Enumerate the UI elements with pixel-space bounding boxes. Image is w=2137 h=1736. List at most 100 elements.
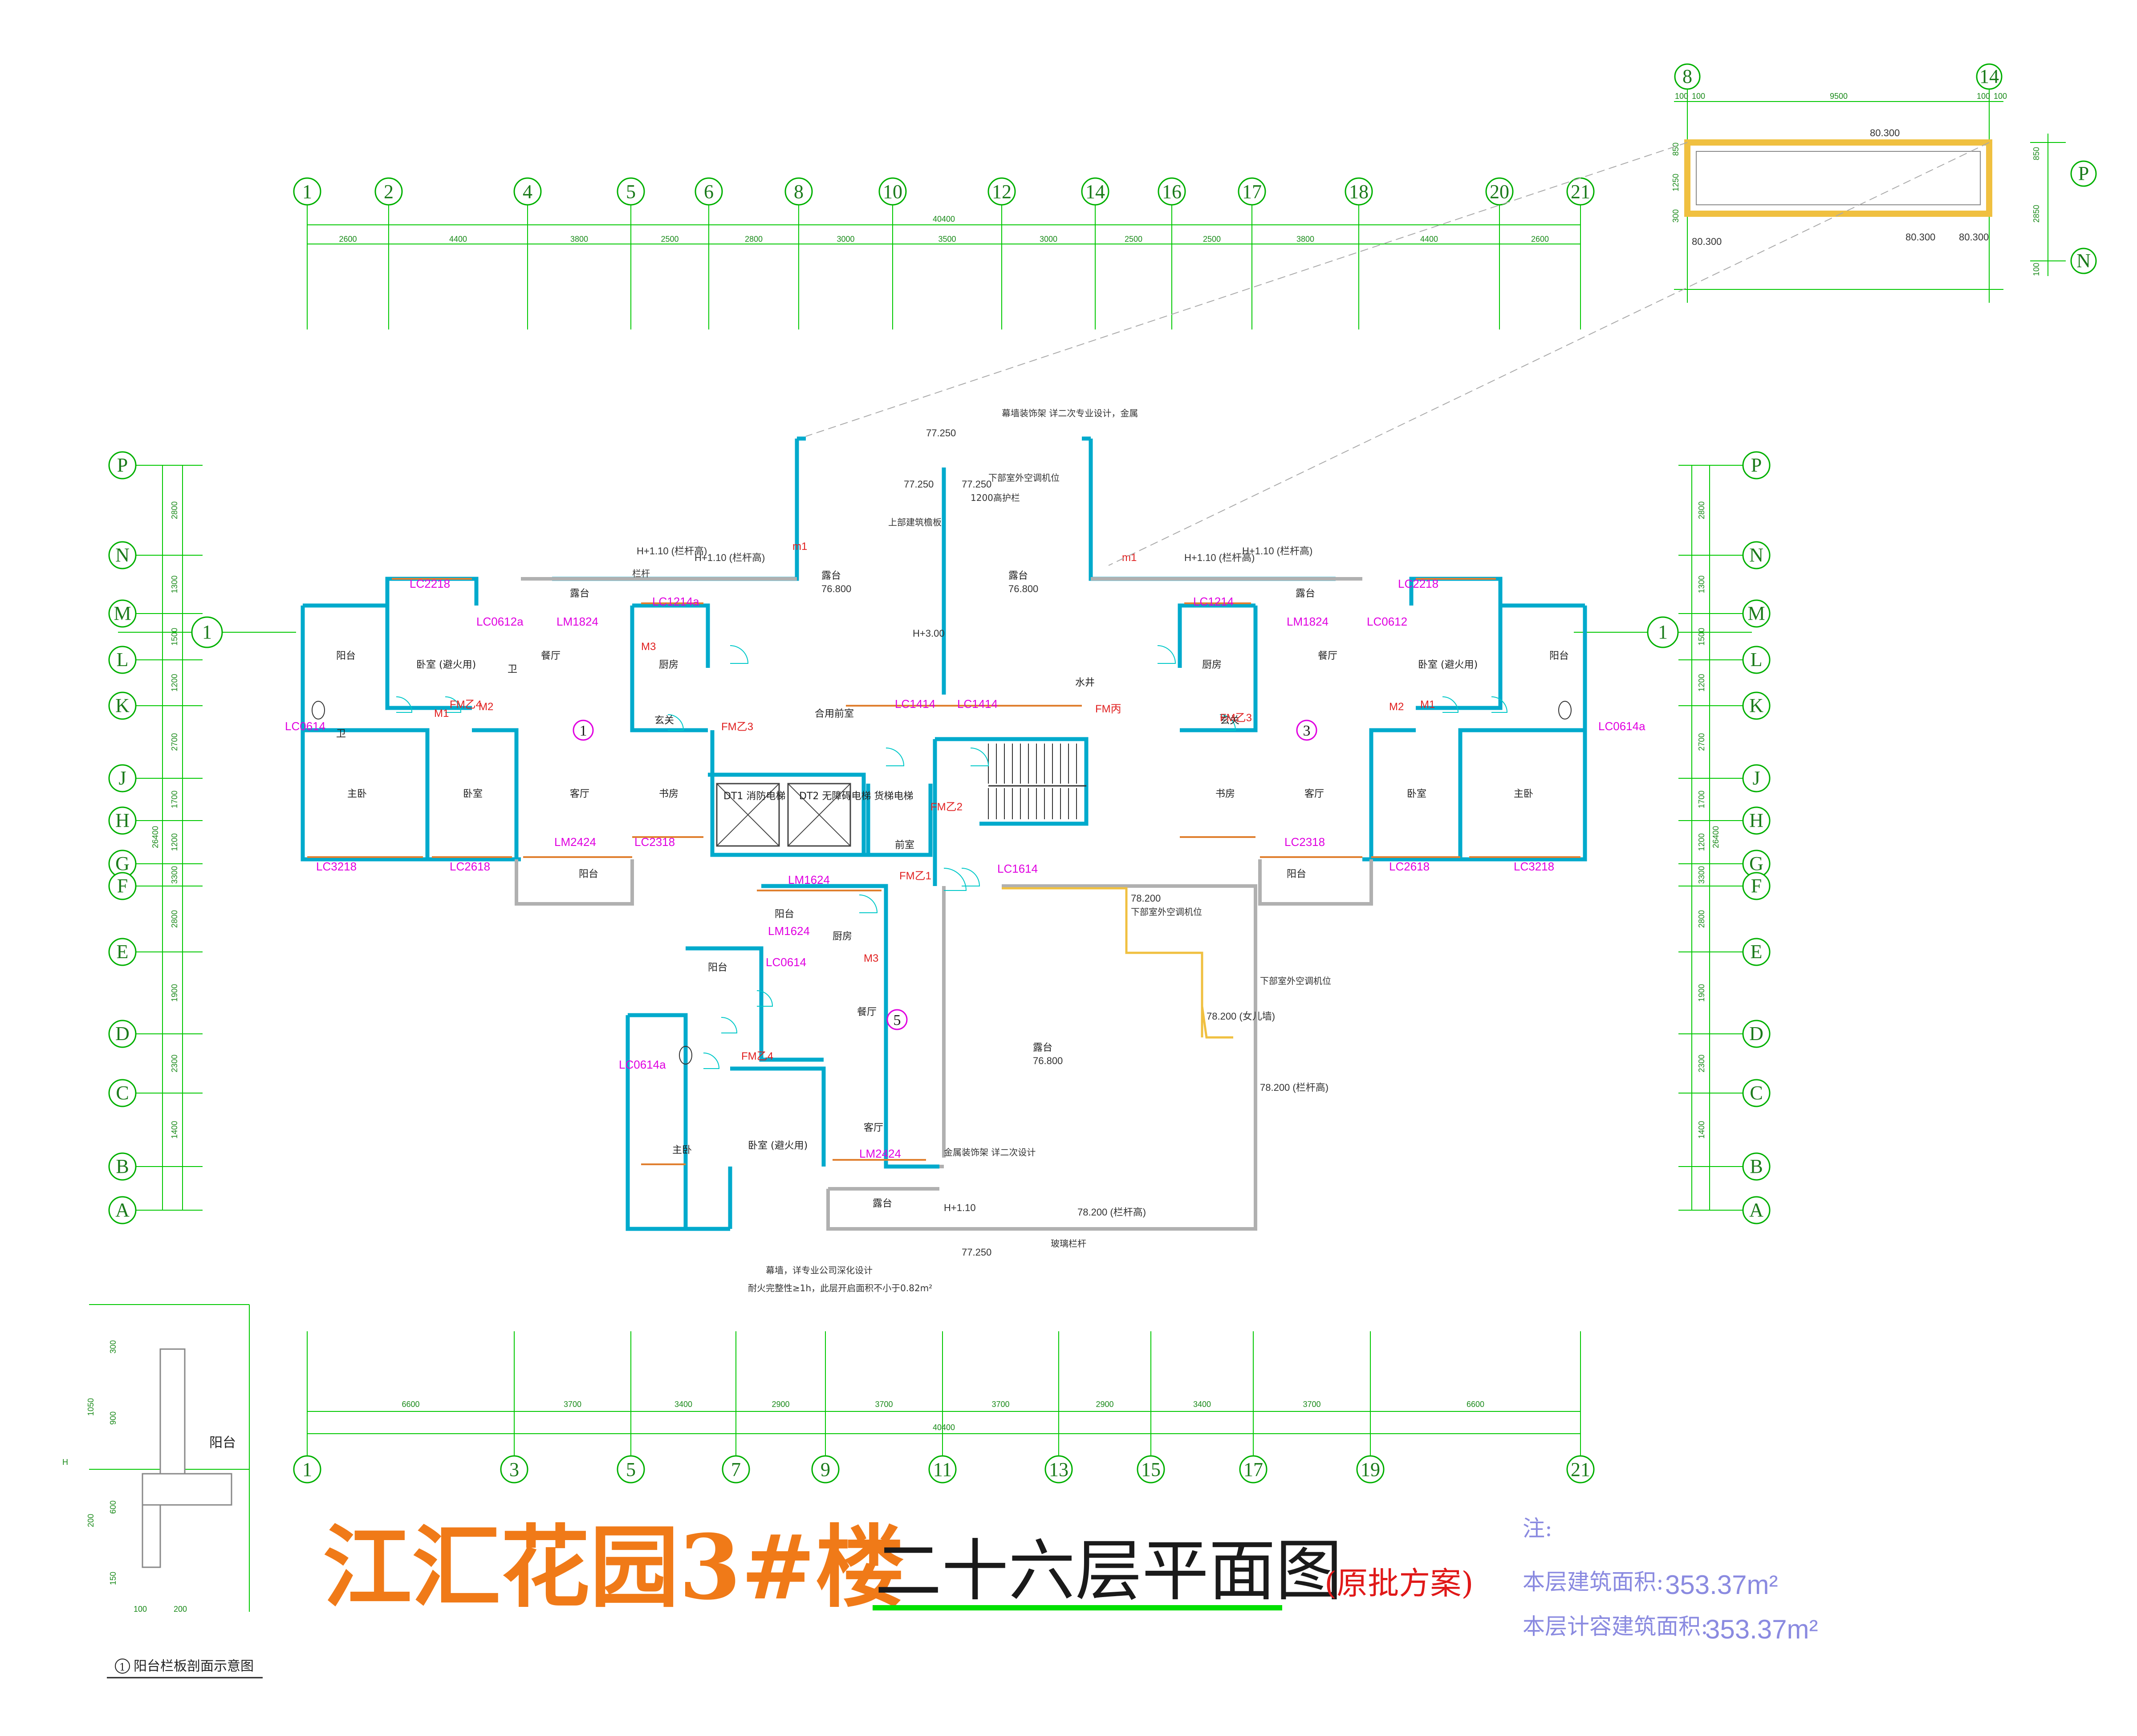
bottom-axis-bubble bbox=[1356, 1455, 1385, 1484]
room-terrace-bottom: 露台 bbox=[873, 1198, 892, 1209]
elevation-bottom: 77.250 bbox=[962, 1247, 991, 1258]
area-build-value: 353.37m² bbox=[1665, 1570, 1778, 1600]
detail-row-dim: 850 bbox=[2032, 147, 2041, 160]
top-axis-label: 10 bbox=[883, 181, 902, 203]
left-axis-bubble bbox=[108, 806, 137, 835]
window-label-mirror: m1 bbox=[1122, 552, 1137, 564]
elevation-h-3: H+3.00 bbox=[913, 628, 945, 639]
section-ref-label: 1 bbox=[1658, 621, 1668, 643]
window-label-mirror: LC0614a bbox=[619, 1058, 666, 1071]
left-dim: 1500 bbox=[170, 628, 179, 646]
top-dim: 2800 bbox=[745, 235, 763, 244]
top-total-dim: 40400 bbox=[933, 215, 955, 224]
right-axis-label: B bbox=[1750, 1155, 1763, 1177]
unit-number: 5 bbox=[894, 1012, 901, 1029]
top-dim: 3000 bbox=[837, 235, 854, 244]
window-label: M1 bbox=[434, 707, 449, 720]
top-dim: 2500 bbox=[1125, 235, 1142, 244]
left-axis-label: P bbox=[117, 454, 128, 476]
right-dim: 2800 bbox=[1697, 910, 1706, 928]
left-dim: 1900 bbox=[170, 984, 179, 1002]
section-ref-bubble bbox=[1647, 616, 1679, 648]
top-dim: 3500 bbox=[938, 235, 956, 244]
top-axis-bubble bbox=[513, 177, 542, 206]
elevation-right-rail: 78.200 (栏杆高) bbox=[1260, 1082, 1329, 1093]
note-eave: 上部建筑檐板 bbox=[888, 517, 942, 528]
bottom-dim: 6600 bbox=[1467, 1400, 1484, 1409]
detail-row-dim: 2850 bbox=[2032, 205, 2041, 223]
top-axis-label: 17 bbox=[1242, 181, 1262, 203]
elevation-terrace-2: 76.800 bbox=[1008, 583, 1038, 594]
top-axis-bubble bbox=[1158, 177, 1186, 206]
window-label-mirror: LC3218 bbox=[1514, 860, 1554, 873]
room-master-right: 主卧 bbox=[1514, 789, 1533, 800]
window-label: LC2218 bbox=[410, 577, 450, 590]
right-axis-bubble bbox=[1742, 938, 1771, 966]
right-axis-label: D bbox=[1749, 1023, 1763, 1045]
left-axis-label: J bbox=[118, 767, 126, 789]
bottom-dim: 2900 bbox=[772, 1400, 789, 1409]
section-caption: 阳台栏板剖面示意图 bbox=[134, 1659, 254, 1674]
top-dim: 2500 bbox=[1203, 235, 1221, 244]
room-balcony-bottom-2: 阳台 bbox=[708, 962, 727, 973]
top-dim: 2500 bbox=[661, 235, 678, 244]
right-axis-bubble bbox=[1742, 872, 1771, 900]
bottom-axis-bubble bbox=[722, 1455, 750, 1484]
window-label: FM乙3 bbox=[721, 721, 753, 733]
bottom-axis-label: 19 bbox=[1361, 1459, 1380, 1480]
bottom-axis-bubble bbox=[1044, 1455, 1073, 1484]
top-axis-label: 20 bbox=[1490, 181, 1509, 203]
title-note: (原批方案) bbox=[1324, 1565, 1474, 1602]
detail-inset: 8 14 9500 100 100 100 100 80.300 80.300 … bbox=[805, 63, 2097, 566]
window-label-mirror: M3 bbox=[864, 952, 878, 964]
right-dim: 1200 bbox=[1697, 833, 1706, 851]
window-label: LC3218 bbox=[316, 860, 357, 873]
section-ref: 1 bbox=[119, 1662, 126, 1673]
bottom-dim: 3700 bbox=[564, 1400, 581, 1409]
unit-number: 1 bbox=[580, 723, 587, 739]
unit-number: 3 bbox=[1303, 723, 1311, 739]
left-axis-bubble bbox=[108, 1079, 137, 1107]
detail-row-label: N bbox=[2076, 250, 2091, 272]
elevation-h-left: H+1.10 (栏杆高) bbox=[637, 545, 707, 557]
right-axis-bubble bbox=[1742, 691, 1771, 720]
title-main: 江汇花园3#楼 bbox=[323, 1515, 905, 1620]
right-dim: 1700 bbox=[1697, 790, 1706, 808]
walls-group bbox=[301, 436, 1587, 1231]
room-bedroom-right: 卧室 bbox=[1407, 789, 1426, 800]
room-kitchen-bottom: 厨房 bbox=[833, 931, 852, 942]
detail-elevation: 80.300 bbox=[1870, 127, 1900, 138]
window-label: LC0614 bbox=[285, 720, 325, 733]
detail-row-dim: 100 bbox=[2032, 263, 2041, 276]
right-axis-label: C bbox=[1750, 1082, 1763, 1104]
room-balcony-front-right: 阳台 bbox=[1287, 869, 1306, 880]
right-axis-label: H bbox=[1749, 809, 1763, 831]
top-axis-label: 18 bbox=[1349, 181, 1369, 203]
right-dim: 1200 bbox=[1697, 674, 1706, 691]
right-axis-label: N bbox=[1749, 544, 1763, 566]
bottom-axis-label: 17 bbox=[1243, 1459, 1263, 1480]
room-bedroom-fire: 卧室 (避火用) bbox=[416, 659, 476, 671]
detail-elevation: 80.300 bbox=[1692, 236, 1722, 247]
right-axis-label: E bbox=[1751, 941, 1763, 963]
room-study-right: 书房 bbox=[1215, 789, 1235, 800]
balcony-section-detail: 阳台 300 1050 900 600 200 150 100 200 H 1 … bbox=[62, 1304, 263, 1679]
right-dim: 2800 bbox=[1697, 501, 1706, 519]
right-axis-bubble bbox=[1742, 646, 1771, 674]
top-dim: 4400 bbox=[449, 235, 467, 244]
note-ac-unit-right: 下部室外空调机位 bbox=[1131, 907, 1202, 917]
window-label: LM1624 bbox=[768, 924, 810, 938]
left-axis-label: M bbox=[114, 602, 131, 624]
top-axis-label: 21 bbox=[1571, 181, 1590, 203]
bottom-dim: 3700 bbox=[875, 1400, 893, 1409]
note-glass-railing: 玻璃栏杆 bbox=[1051, 1238, 1086, 1249]
top-axis-bubble bbox=[987, 177, 1016, 206]
room-master-bottom: 主卧 bbox=[672, 1145, 692, 1156]
window-label-mirror: FM乙3 bbox=[1220, 712, 1252, 724]
room-bedroom: 卧室 bbox=[463, 789, 483, 800]
room-master-bedroom: 主卧 bbox=[347, 789, 367, 800]
area-calc-value: 353.37m² bbox=[1705, 1614, 1818, 1644]
bottom-axis-label: 9 bbox=[821, 1459, 830, 1480]
left-axis-label: A bbox=[115, 1199, 130, 1221]
